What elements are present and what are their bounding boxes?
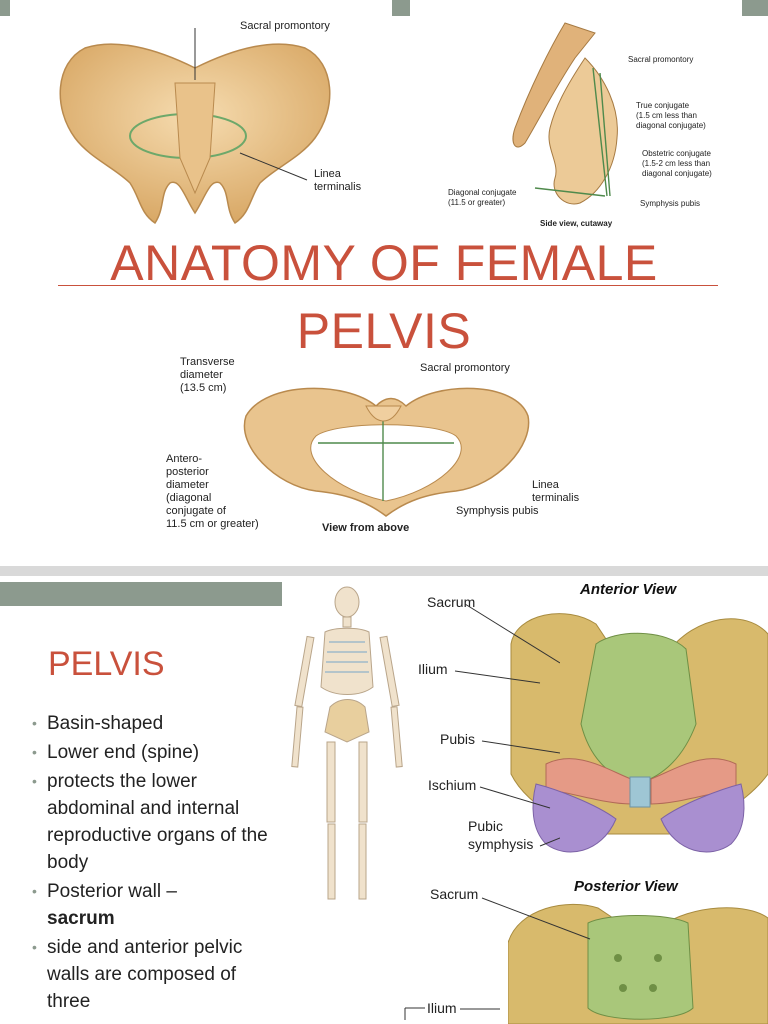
label-sacrum-anterior: Sacrum (427, 594, 476, 610)
label-ap-3: diameter (166, 479, 209, 491)
label-linea-1a: Linea (314, 168, 341, 180)
label-linea-2a: Linea (532, 479, 559, 491)
bullet-item: •Lower end (spine) (32, 742, 200, 763)
label-transverse-2: diameter (180, 369, 223, 381)
label-transverse-3: (13.5 cm) (180, 382, 227, 394)
title-line-1: ANATOMY OF FEMALE (110, 235, 658, 291)
bullet-bold-sacrum: sacrum (47, 908, 115, 929)
label-obstetric-2: (1.5-2 cm less than (642, 159, 711, 168)
pelvis-superior-view-illustration (243, 387, 530, 517)
label-ilium-posterior: Ilium (427, 1000, 457, 1016)
label-ap-1: Antero- (166, 453, 203, 465)
label-ap-2: posterior (166, 466, 209, 478)
label-sacral-promontory-1: Sacral promontory (240, 20, 330, 32)
slide2-heading: PELVIS (48, 645, 165, 683)
label-pubic-2: symphysis (468, 836, 534, 852)
label-ap-6: 11.5 cm or greater) (166, 518, 259, 530)
label-linea-2b: terminalis (532, 492, 580, 504)
caption-view-from-above: View from above (322, 522, 410, 534)
label-true-conjugate-1: True conjugate (636, 101, 690, 110)
pelvis-side-view-illustration (512, 22, 618, 205)
posterior-view-title: Posterior View (574, 878, 678, 895)
anterior-leader-lines (454, 603, 560, 847)
label-ap-4: (diagonal (166, 492, 212, 504)
label-true-conjugate-2: (1.5 cm less than (636, 111, 697, 120)
slide-1: Sacral promontory Linea terminalis Sacra… (0, 0, 768, 566)
title-underline (58, 285, 718, 286)
anterior-view-title: Anterior View (580, 581, 677, 598)
label-linea-1b: terminalis (314, 181, 362, 193)
label-pubis: Pubis (440, 731, 476, 747)
label-symphysis-2: Symphysis pubis (456, 505, 539, 517)
bullet-item: •protects the lower abdominal and intern… (32, 771, 268, 873)
label-obstetric-1: Obstetric conjugate (642, 149, 711, 158)
label-ap-5: conjugate of (166, 505, 226, 517)
label-ischium: Ischium (428, 777, 477, 793)
accent-bar-slide2 (0, 582, 282, 606)
label-transverse-1: Transverse (180, 356, 235, 368)
bullet-item: •side and anterior pelvic walls are comp… (32, 937, 243, 1012)
accent-bar-left (0, 0, 10, 16)
pelvis-anterior-colored (510, 613, 768, 853)
pelvis-anterior-illustration (59, 28, 331, 225)
label-diagonal-1: Diagonal conjugate (448, 188, 517, 197)
slide-2: PELVIS Anterior View Sacrum Ilium Pubis … (0, 576, 768, 1024)
label-obstetric-3: diagonal conjugate) (642, 169, 712, 178)
label-pubic-1: Pubic (468, 818, 504, 834)
label-diagonal-2: (11.5 or greater) (448, 198, 506, 207)
title-line-2: PELVIS (296, 303, 472, 359)
caption-side-view: Side view, cutaway (540, 219, 613, 228)
accent-bar-right (742, 0, 768, 16)
skeleton-illustration (291, 586, 403, 900)
label-sacral-promontory-2: Sacral promontory (628, 55, 694, 64)
label-sacral-promontory-3: Sacral promontory (420, 362, 510, 374)
posterior-leader-lines (404, 897, 591, 1020)
slide-separator (0, 566, 768, 576)
label-ilium-anterior: Ilium (418, 661, 448, 677)
pelvis-posterior-colored (508, 903, 768, 1024)
label-sacrum-posterior: Sacrum (430, 886, 479, 902)
accent-bar-middle (392, 0, 410, 16)
bullet-item: •Posterior wall –sacrum (32, 881, 177, 929)
bullet-item: •Basin-shaped (32, 713, 164, 734)
bullet-list: •Basin-shaped •Lower end (spine) •protec… (30, 710, 270, 1017)
label-symphysis-1: Symphysis pubis (640, 199, 701, 208)
label-true-conjugate-3: diagonal conjugate) (636, 121, 706, 130)
